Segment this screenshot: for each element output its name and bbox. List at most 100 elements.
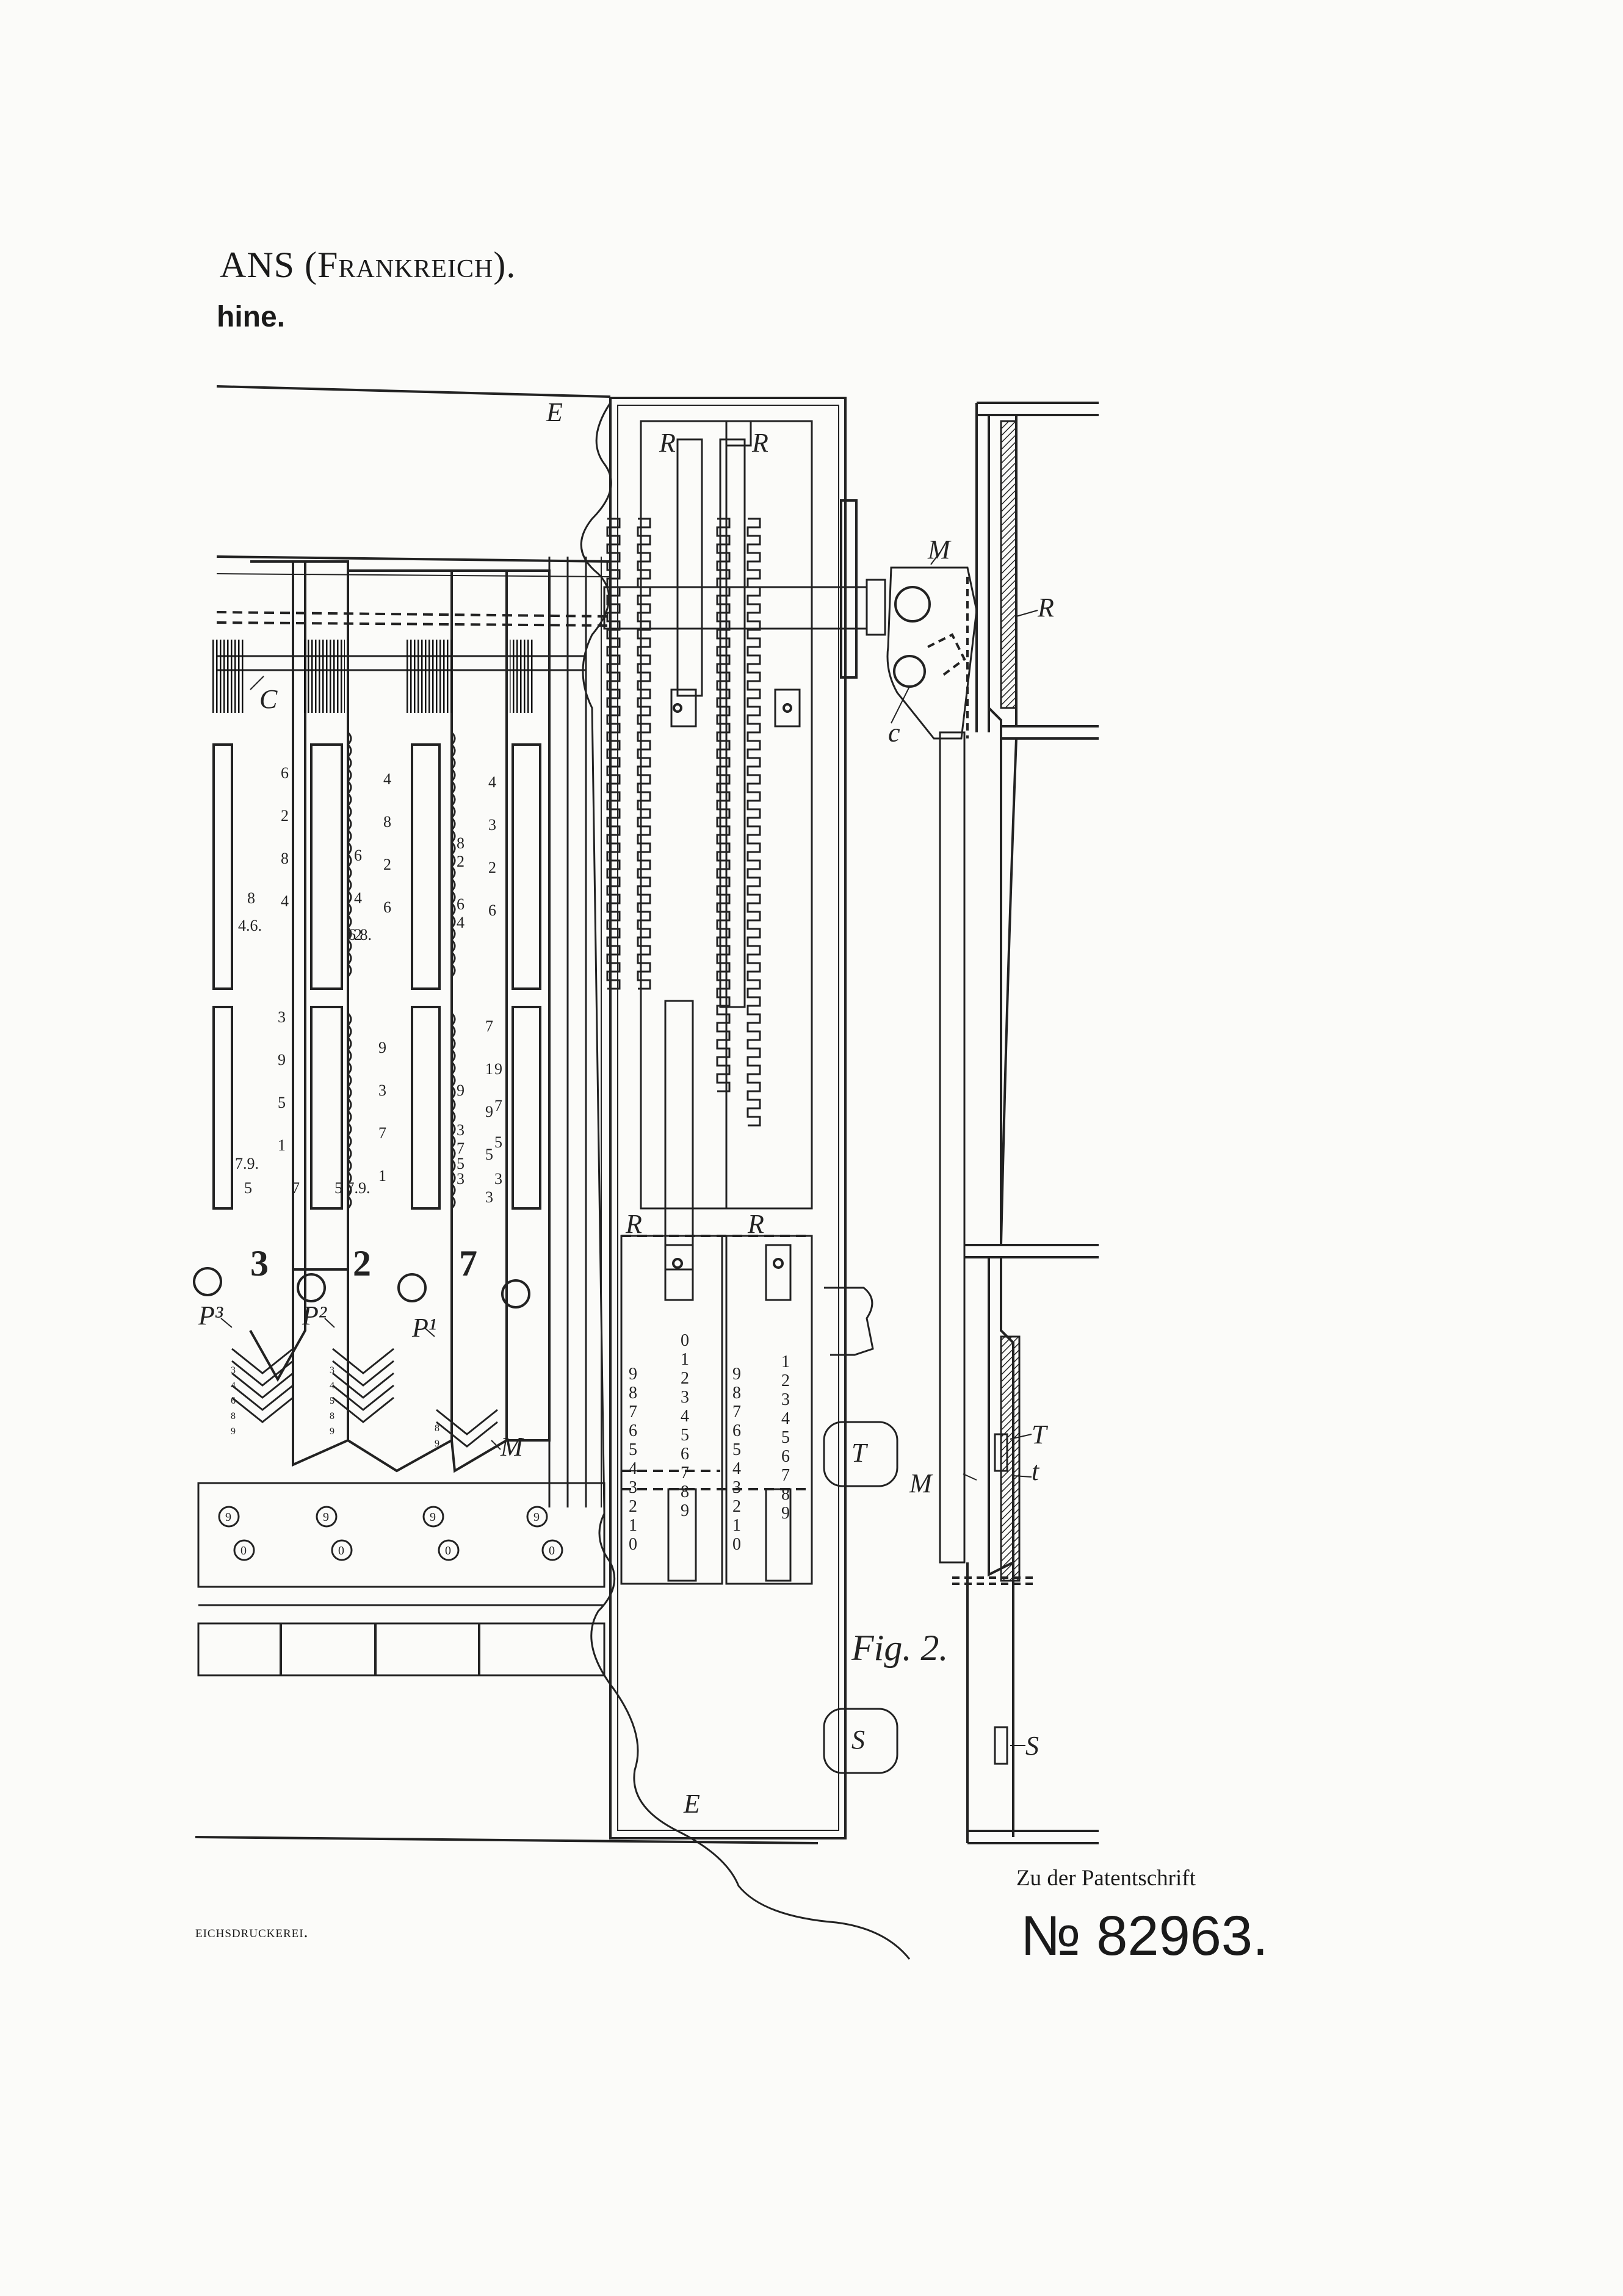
slide-side-digit: 2 [457, 853, 464, 870]
slide-digit: 6 [281, 764, 289, 782]
bolt-mark: 0 [338, 1544, 344, 1558]
inventor-country: (Frankreich). [305, 245, 516, 285]
slide-side-digit: 5 [494, 1133, 502, 1151]
slide-digit: 1 [378, 1167, 386, 1185]
label-E-top: E [546, 397, 563, 427]
slide-3 [450, 569, 541, 1473]
bolt-head [233, 1539, 255, 1561]
label-c-pin: c [888, 718, 900, 748]
scale-digit: 2 [629, 1497, 637, 1516]
lever-M [886, 566, 978, 740]
housing-top-edge [216, 385, 611, 398]
slide-2 [347, 569, 453, 1473]
scale-digit: 5 [781, 1428, 790, 1447]
scale-digit: 8 [781, 1485, 790, 1504]
scale-digit: 3 [781, 1390, 790, 1409]
bolt-mark: 9 [533, 1511, 540, 1524]
housing-right-frame [609, 397, 847, 1839]
slide-mark: 5 [244, 1179, 252, 1197]
scale-digit: 5 [629, 1440, 637, 1459]
patent-number: № 82963. [1021, 1905, 1268, 1967]
label-R-side: R [1037, 593, 1054, 623]
rack-left [640, 420, 728, 1210]
inventor-name: ANS [220, 245, 295, 285]
svg-text:9: 9 [435, 1439, 439, 1449]
slide-0 [211, 560, 306, 1382]
slide-digit: 3 [488, 816, 496, 834]
slide-digit: 7 [378, 1124, 386, 1142]
label-R-low-right: R [747, 1209, 764, 1239]
rack-right [725, 420, 813, 1210]
svg-text:8: 8 [231, 1411, 236, 1421]
scale-digit: 7 [681, 1464, 689, 1482]
slide-hole [397, 1273, 427, 1302]
knob-S [823, 1708, 898, 1774]
bolt-mark: 9 [430, 1511, 436, 1524]
slide-digit: 6 [383, 898, 391, 916]
slide-digit: 8 [383, 813, 391, 831]
label-R-left: R [659, 428, 676, 458]
scale-digit: 8 [732, 1384, 741, 1403]
svg-text:6: 6 [231, 1396, 236, 1406]
slide-digit: 2 [383, 856, 391, 873]
knob-T [823, 1421, 898, 1487]
scale-digit: 5 [681, 1426, 689, 1445]
slide-mark: 6 8. [348, 926, 372, 944]
scale-digit: 2 [781, 1371, 790, 1390]
slide-side-digit: 4 [354, 889, 362, 907]
slide-number-7: 7 [459, 1243, 477, 1283]
slide-4 [507, 569, 551, 1442]
bolt-head [438, 1539, 460, 1561]
side-hatched-bar [1000, 420, 1018, 709]
svg-text:9: 9 [330, 1426, 334, 1437]
label-t-side: t [1032, 1456, 1040, 1486]
slide-digit: 5 [485, 1146, 493, 1163]
slide-side-digit: 6 [457, 895, 464, 913]
slide-hole [501, 1279, 530, 1309]
scale-digit: 8 [629, 1384, 637, 1403]
label-S-knob: S [851, 1725, 865, 1755]
scale-digit: 4 [629, 1459, 637, 1478]
slide-hole [297, 1273, 326, 1302]
slide-digit: 6 [488, 901, 496, 919]
bolt-head [422, 1506, 444, 1528]
slide-side-digit: 2 [354, 926, 362, 944]
label-P3: P³ [198, 1301, 223, 1330]
scale-digit: 4 [732, 1459, 741, 1478]
label-M-arm: M [927, 535, 952, 565]
scale-digit: 6 [732, 1421, 741, 1440]
slide-number-3: 3 [250, 1243, 269, 1283]
bolt-head [218, 1506, 240, 1528]
slide-mark: 4.6. [238, 917, 262, 934]
svg-text:5: 5 [330, 1396, 334, 1406]
scale-digit: 8 [681, 1482, 689, 1501]
slide-mark: 7.9. [235, 1155, 259, 1172]
slide-digit: 9 [278, 1051, 286, 1069]
slide-digit: 4 [383, 770, 391, 788]
scale-digit: 3 [732, 1478, 741, 1497]
slide-side-digit: 8 [457, 834, 464, 852]
scale-digit: 6 [629, 1421, 637, 1440]
slide-digit: 4 [281, 892, 289, 910]
label-P2: P² [302, 1301, 327, 1330]
slide-digit: 4 [488, 773, 496, 791]
slide-hole [193, 1267, 222, 1296]
bolt-mark: 0 [445, 1544, 451, 1558]
slide-mark: 5 7.9. [334, 1179, 371, 1197]
slide-side-digit: 3 [457, 1170, 464, 1188]
figure-caption: Fig. 2. [851, 1628, 948, 1668]
scale-digit: 9 [681, 1501, 689, 1520]
scale-digit: 3 [629, 1478, 637, 1497]
slide-digit: 3 [278, 1008, 286, 1026]
label-T-side: T [1032, 1420, 1049, 1449]
svg-text:8: 8 [330, 1411, 334, 1421]
slide-digit: 7 [485, 1017, 493, 1035]
scale-digit: 7 [781, 1466, 790, 1485]
slide-side-digit: 3 [457, 1121, 464, 1139]
housing-bottom-edge [195, 1836, 819, 1844]
scale-digit: 1 [781, 1352, 790, 1371]
printer-imprint: eichsdruckerei. [195, 1922, 309, 1941]
label-S-side: S [1025, 1731, 1039, 1761]
bolt-head [331, 1539, 353, 1561]
scale-digit: 1 [629, 1516, 637, 1535]
